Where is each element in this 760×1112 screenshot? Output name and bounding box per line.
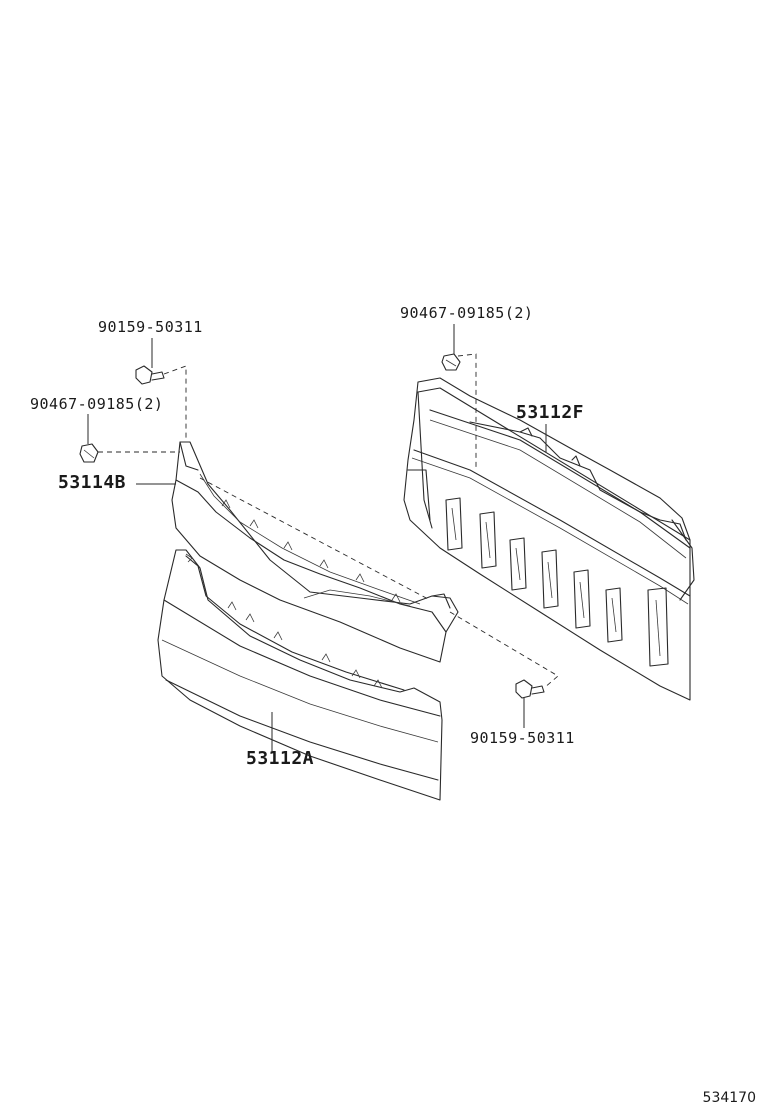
label-fastener-upper-right: 90467-09185(2) bbox=[400, 304, 534, 322]
leader-lines bbox=[87, 324, 547, 752]
label-fastener-upper-left: 90159-50311 bbox=[98, 318, 203, 336]
label-fastener-lower-right: 90159-50311 bbox=[470, 729, 575, 747]
label-part-53112A: 53112A bbox=[246, 748, 315, 769]
label-part-53112F: 53112F bbox=[516, 402, 585, 423]
bolt-lower-right bbox=[515, 679, 545, 699]
back-panel-53112F bbox=[403, 377, 695, 701]
bolt-upper-left bbox=[135, 365, 165, 385]
clip-mid-left bbox=[79, 443, 99, 463]
catalog-reference-number: 534170 bbox=[702, 1090, 756, 1106]
garnish-53112A bbox=[157, 549, 443, 801]
label-part-53114B: 53114B bbox=[58, 472, 127, 493]
install-lines bbox=[98, 353, 559, 689]
label-fastener-mid-left: 90467-09185(2) bbox=[30, 395, 164, 413]
bracket-53114B bbox=[171, 441, 459, 663]
clip-upper-right bbox=[441, 353, 461, 371]
